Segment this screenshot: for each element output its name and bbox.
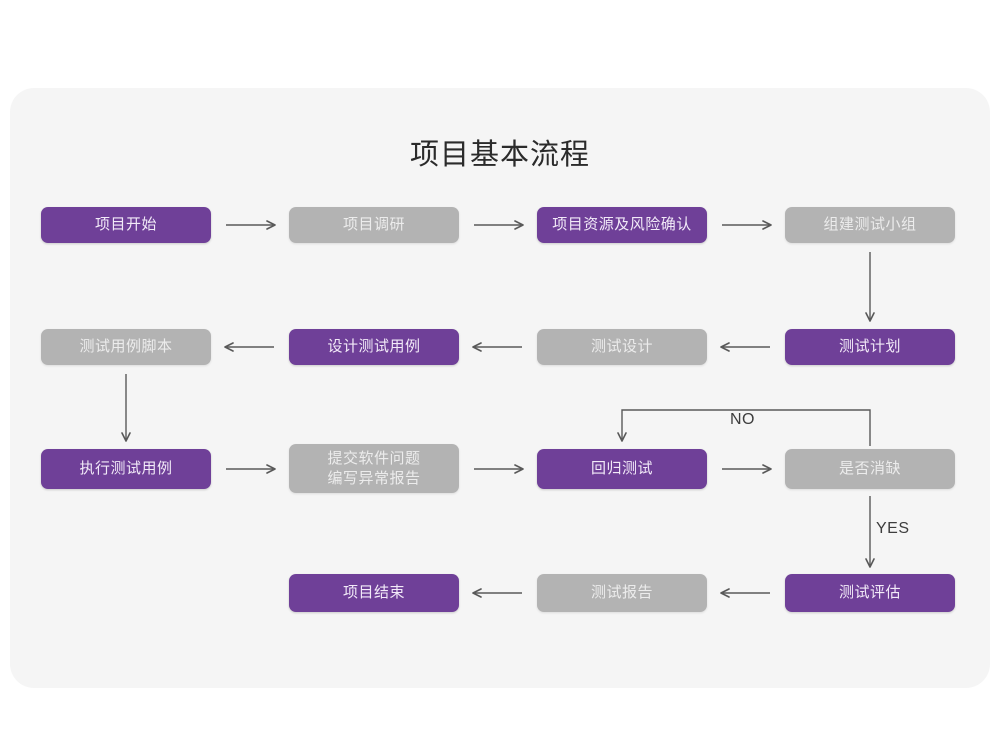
- flow-node-n14[interactable]: 测试报告: [537, 574, 707, 612]
- flow-node-n15[interactable]: 项目结束: [289, 574, 459, 612]
- flow-node-n5[interactable]: 测试计划: [785, 329, 955, 365]
- edge-label-lbl-no: NO: [730, 411, 755, 428]
- flow-node-n8[interactable]: 测试用例脚本: [41, 329, 211, 365]
- flow-node-n13[interactable]: 测试评估: [785, 574, 955, 612]
- flow-node-n1[interactable]: 项目开始: [41, 207, 211, 243]
- flow-node-n11[interactable]: 回归测试: [537, 449, 707, 489]
- flow-node-n3[interactable]: 项目资源及风险确认: [537, 207, 707, 243]
- flow-node-n10[interactable]: 提交软件问题 编写异常报告: [289, 444, 459, 493]
- flow-node-n12[interactable]: 是否消缺: [785, 449, 955, 489]
- page-title: 项目基本流程: [409, 139, 590, 171]
- flow-node-n2[interactable]: 项目调研: [289, 207, 459, 243]
- flow-node-n4[interactable]: 组建测试小组: [785, 207, 955, 243]
- flow-node-n7[interactable]: 设计测试用例: [289, 329, 459, 365]
- flow-node-n9[interactable]: 执行测试用例: [41, 449, 211, 489]
- edge-label-lbl-yes: YES: [876, 520, 910, 537]
- flow-node-n6[interactable]: 测试设计: [537, 329, 707, 365]
